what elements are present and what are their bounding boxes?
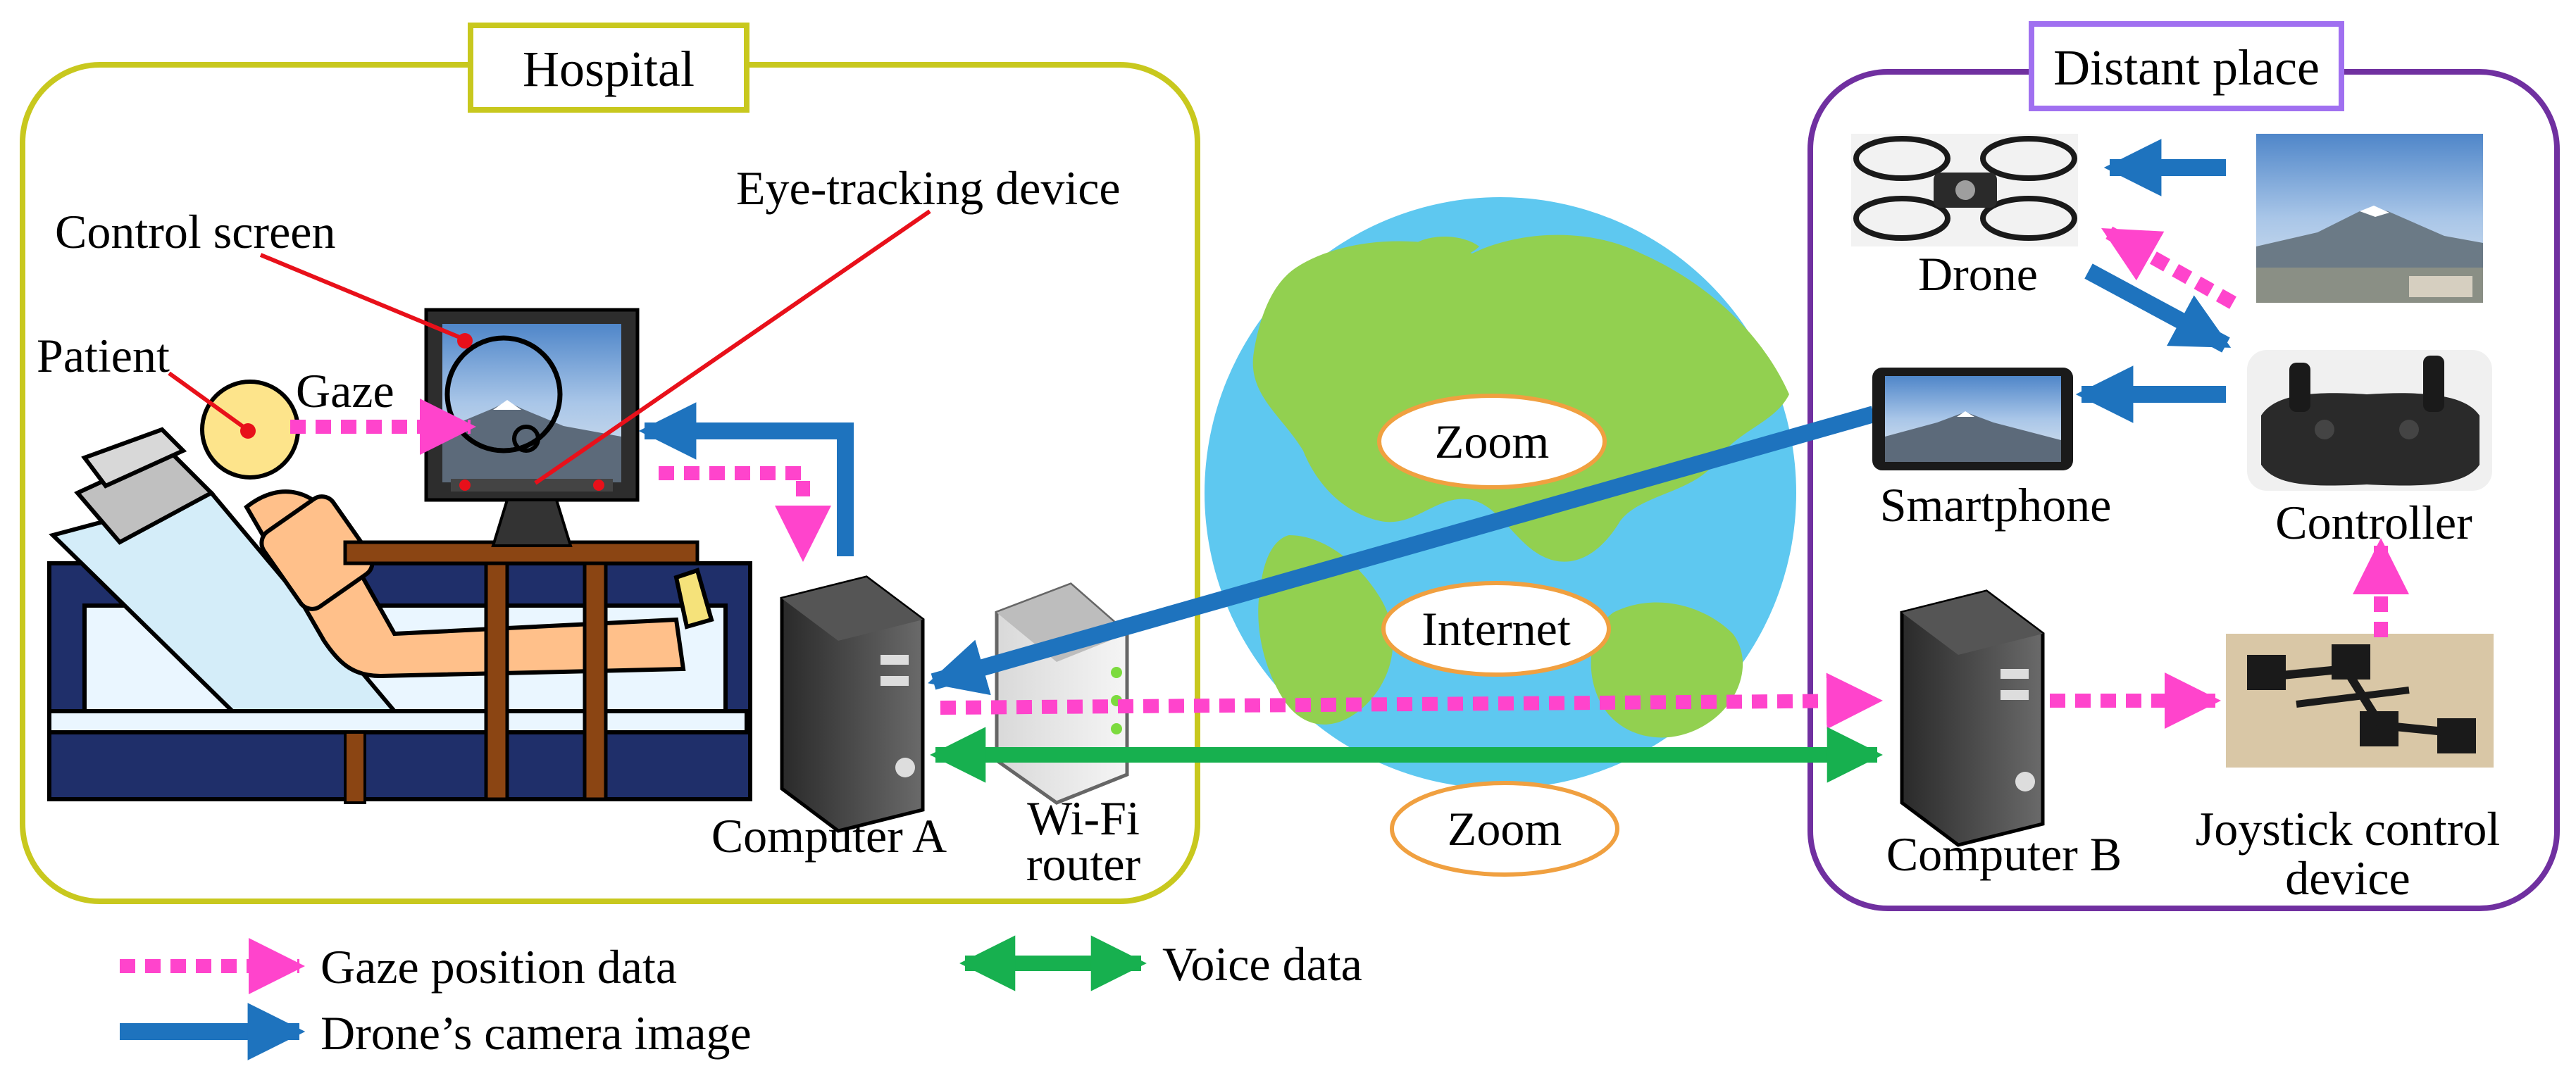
joystick-label-line1: Joystick control — [2196, 802, 2501, 856]
camera-to-screen-arrow — [638, 402, 854, 556]
computer-a — [780, 575, 925, 833]
distant-title-box — [2029, 21, 2344, 111]
eye-tracker-bar — [451, 479, 613, 492]
controller-device — [2247, 350, 2492, 491]
internet-bubble: Internet — [1381, 581, 1611, 677]
eye-tracker-pointer — [534, 209, 931, 485]
hospital-bed — [47, 427, 752, 804]
hospital-title-box — [468, 23, 749, 113]
computer-b-label: Computer B — [1886, 827, 2122, 881]
patient-pointer — [168, 371, 247, 430]
distant-title: Distant place — [2053, 39, 2320, 96]
wifi-router — [995, 582, 1129, 805]
gaze-target-circle — [444, 335, 563, 453]
control-screen-pointer — [259, 253, 463, 340]
zoom-bubble-bottom: Zoom — [1390, 781, 1619, 877]
joystick-device-photo — [2226, 634, 2494, 768]
control-screen-label: Control screen — [55, 205, 335, 258]
gaze-data-long-arrow — [940, 672, 1883, 730]
svg-text:Zoom: Zoom — [1435, 415, 1549, 468]
patient-figure — [200, 380, 714, 679]
hospital-title: Hospital — [523, 41, 695, 97]
wifi-router-label-line1: Wi-Fi — [1027, 791, 1140, 845]
legend-voice-label: Voice data — [1162, 937, 1362, 991]
svg-text:Internet: Internet — [1421, 602, 1571, 656]
legend-camera-label: Drone’s camera image — [321, 1006, 752, 1060]
eye-tracking-label: Eye-tracking device — [736, 161, 1121, 215]
smartphone-to-computer-arrow — [928, 406, 1877, 696]
wifi-router-label-line2: router — [1026, 837, 1141, 891]
drone-to-controller-arrow — [2084, 263, 2232, 353]
gaze-label: Gaze — [296, 364, 394, 418]
computer-b — [1900, 589, 2045, 847]
patient-label: Patient — [37, 329, 170, 382]
controller-label: Controller — [2275, 496, 2472, 549]
land-mass-north — [1416, 236, 1479, 259]
zoom-bubble-top: Zoom — [1377, 394, 1607, 489]
smartphone-device — [1872, 368, 2073, 470]
drone-photo — [1851, 134, 2078, 246]
gaze-cursor-circle — [512, 425, 540, 453]
legend-gaze-label: Gaze position data — [321, 940, 677, 994]
drone-label: Drone — [1918, 247, 2038, 301]
svg-text:Zoom: Zoom — [1448, 802, 1562, 856]
smartphone-label: Smartphone — [1880, 478, 2112, 532]
computer-a-label: Computer A — [711, 809, 947, 863]
joystick-label-line2: device — [2285, 851, 2410, 905]
camera-view-photo — [2256, 134, 2483, 303]
